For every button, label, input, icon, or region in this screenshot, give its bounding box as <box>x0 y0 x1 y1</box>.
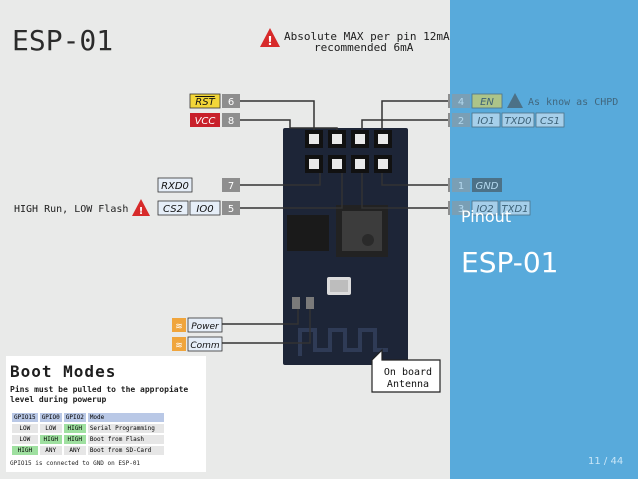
table-header: GPIO2 <box>63 413 86 422</box>
table-cell: Serial Programming <box>87 424 164 433</box>
pin-label-cs1: CS1 <box>540 116 560 127</box>
title-panel: 4 EN As know as CHPD 2 IO1 TXD0 CS1 1 GN… <box>450 0 638 479</box>
pin-label-cs2: CS2 <box>163 204 183 215</box>
table-cell: Boot from Flash <box>87 435 164 444</box>
table-cell: HIGH <box>63 435 86 444</box>
pin-label-vcc: VCC <box>195 116 216 127</box>
pin-label-txd0: TXD0 <box>504 116 531 127</box>
pinout-diagram-svg: ESP-01 ! Absolute MAX per pin 12mA recom… <box>12 24 450 393</box>
table-header: Mode <box>87 413 164 422</box>
warning-line-1: Absolute MAX per pin 12mA <box>284 30 450 43</box>
esp01-board <box>283 128 408 365</box>
pin-label-rst: RST <box>195 97 215 108</box>
table-cell: ANY <box>63 446 86 455</box>
antenna-label-line-2: Antenna <box>387 379 429 390</box>
table-cell: HIGH <box>12 446 38 455</box>
table-cell: ANY <box>39 446 62 455</box>
table-cell: Boot from SD-Card <box>87 446 164 455</box>
high-low-note: HIGH Run, LOW Flash <box>14 204 128 215</box>
led-label-power: Power <box>191 322 220 332</box>
boot-modes-box: Boot Modes Pins must be pulled to the ap… <box>6 356 206 472</box>
pin-label-io1: IO1 <box>477 116 494 127</box>
boot-modes-subtitle: Pins must be pulled to the appropiate le… <box>10 385 189 404</box>
warning-line-2: recommended 6mA <box>314 41 414 54</box>
table-cell: LOW <box>39 424 62 433</box>
table-cell: HIGH <box>39 435 62 444</box>
pin-number-2: 2 <box>458 116 464 127</box>
pin-number-7: 7 <box>228 181 234 192</box>
table-row: HIGH ANY ANY Boot from SD-Card <box>12 446 164 455</box>
comm-led-icon: ≋ <box>175 341 183 351</box>
pin-label-rxd0: RXD0 <box>161 181 189 192</box>
page-counter: 11 / 44 <box>588 456 624 467</box>
boot-modes-title: Boot Modes <box>10 362 117 381</box>
table-cell: LOW <box>12 424 38 433</box>
pin-number-5: 5 <box>228 204 234 215</box>
pin-number-4: 4 <box>458 97 464 108</box>
led-label-comm: Comm <box>190 341 220 351</box>
antenna-label-line-1: On board <box>384 367 432 378</box>
table-row: LOW HIGH HIGH Boot from Flash <box>12 435 164 444</box>
table-header: GPIO15 <box>12 413 38 422</box>
pin-label-io2: IO2 <box>476 204 493 215</box>
pin-number-1: 1 <box>458 181 464 192</box>
boot-modes-footnote: GPIO15 is connected to GND on ESP-01 <box>10 460 141 467</box>
table-header-row: GPIO15 GPIO0 GPIO2 Mode <box>12 413 164 422</box>
power-led-icon: ≋ <box>175 322 183 332</box>
table-row: LOW LOW HIGH Serial Programming <box>12 424 164 433</box>
pin-number-6: 6 <box>228 97 234 108</box>
warning-icon: ! <box>260 28 280 48</box>
pin-label-txd1: TXD1 <box>501 204 528 215</box>
table-header: GPIO0 <box>39 413 62 422</box>
warning-icon: ! <box>132 199 150 217</box>
ch-pd-note: As know as CHPD <box>528 97 618 108</box>
table-cell: LOW <box>12 435 38 444</box>
svg-text:!: ! <box>267 34 272 48</box>
diagram-title: ESP-01 <box>12 24 113 57</box>
pin-number-3: 3 <box>458 204 464 215</box>
pin-number-8: 8 <box>228 116 234 127</box>
table-cell: HIGH <box>63 424 86 433</box>
pin-label-en: EN <box>480 97 494 108</box>
slide-title: ESP-01 <box>461 246 559 279</box>
pin-label-gnd: GND <box>476 181 499 192</box>
svg-text:!: ! <box>139 206 144 217</box>
boot-modes-table: GPIO15 GPIO0 GPIO2 Mode LOW LOW HIGH Ser… <box>10 411 166 457</box>
pin-label-io0: IO0 <box>196 204 213 215</box>
panel-overlay-svg: 4 EN As know as CHPD 2 IO1 TXD0 CS1 1 GN… <box>452 93 618 216</box>
slide-subtitle: Pinout <box>461 207 512 226</box>
